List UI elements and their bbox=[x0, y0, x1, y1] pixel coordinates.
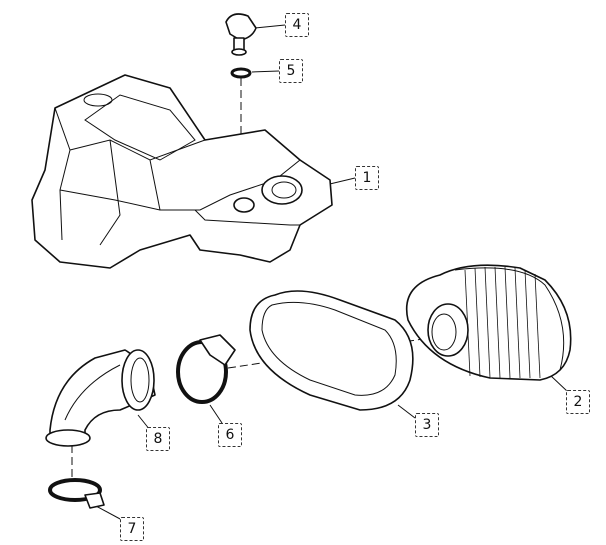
callout-5[interactable]: 5 bbox=[279, 59, 303, 83]
o-ring bbox=[230, 67, 252, 79]
callout-7[interactable]: 7 bbox=[120, 517, 144, 541]
hose-clamp-lower bbox=[48, 478, 105, 509]
leader-4 bbox=[254, 24, 286, 29]
intake-elbow-hose bbox=[45, 349, 156, 447]
leader-5 bbox=[251, 70, 280, 73]
air-filter-element bbox=[406, 264, 572, 381]
leader-7 bbox=[95, 505, 123, 521]
leader-2 bbox=[549, 374, 569, 393]
filter-seal-ring bbox=[249, 290, 414, 411]
callout-1[interactable]: 1 bbox=[355, 166, 379, 190]
callout-4[interactable]: 4 bbox=[285, 13, 309, 37]
callout-2[interactable]: 2 bbox=[566, 390, 590, 414]
callout-8[interactable]: 8 bbox=[146, 427, 170, 451]
engine-cover bbox=[31, 74, 333, 269]
oil-filler-cap bbox=[225, 13, 257, 56]
leader-6 bbox=[209, 404, 223, 424]
callout-3[interactable]: 3 bbox=[415, 413, 439, 437]
hose-clamp-upper bbox=[176, 334, 236, 404]
callout-6[interactable]: 6 bbox=[218, 423, 242, 447]
leader-3 bbox=[397, 404, 416, 419]
